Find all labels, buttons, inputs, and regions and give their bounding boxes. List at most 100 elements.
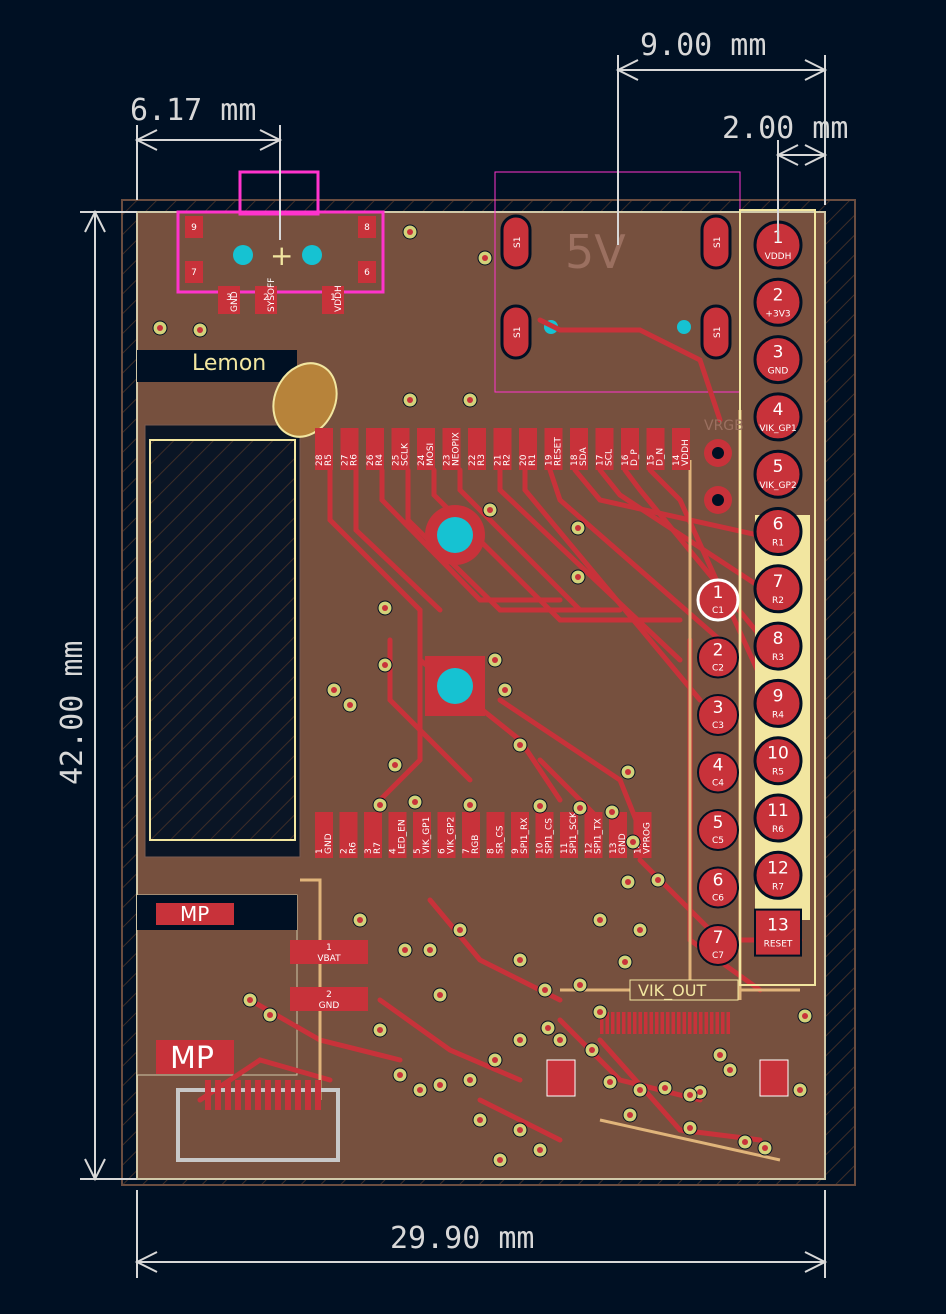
bottom-pad-net: R7 — [373, 842, 383, 854]
col-pin-net: C7 — [712, 951, 724, 961]
bottom-pad — [388, 812, 407, 858]
via-drill — [407, 229, 413, 235]
top-pad-label: 26 — [366, 454, 376, 466]
copper-traces — [197, 317, 803, 1143]
top-pad-net: VDDH — [681, 439, 691, 466]
via-drill — [197, 327, 203, 333]
col-pin-num: 5 — [713, 813, 724, 833]
dim-2mm-label: 2.00 mm — [722, 111, 848, 146]
header-pin — [753, 736, 803, 786]
bottom-pad-net: LED_EN — [398, 819, 408, 854]
via-drill — [575, 525, 581, 531]
top-pad-label: 27 — [341, 455, 351, 466]
switch-pad-label: S1 — [713, 327, 723, 338]
bottom-pad-label: 12 — [585, 843, 595, 854]
col-pin — [697, 809, 739, 851]
bottom-pad — [609, 812, 627, 858]
via-drill — [625, 879, 631, 885]
top-pad-net: RESET — [554, 437, 564, 466]
bottom-pad-net: VPROG — [643, 822, 653, 854]
header-pin — [753, 678, 803, 728]
top-pad-net: R5 — [324, 454, 334, 466]
header-pin-num: 12 — [767, 858, 789, 878]
usb-pin — [205, 1080, 211, 1110]
bottom-pad-label: 8 — [487, 848, 497, 854]
via-drill — [517, 1037, 523, 1043]
via-drill — [517, 1127, 523, 1133]
bottom-pad-label: 2 — [340, 848, 350, 854]
lemon-icon — [272, 362, 338, 438]
connector-pad-net: SYSOFF — [267, 278, 277, 312]
ffc-pin — [638, 1012, 642, 1034]
bottom-pad-label: 5 — [413, 848, 423, 854]
via-drill — [662, 1085, 668, 1091]
top-pad-label: 14 — [672, 454, 682, 466]
usb-pin — [285, 1080, 291, 1110]
top-pad-label: 21 — [494, 455, 504, 466]
switch-pad — [700, 304, 732, 360]
via-drill — [492, 657, 498, 663]
connector-pad — [358, 261, 376, 283]
usb-pin — [265, 1080, 271, 1110]
via-drill — [637, 1087, 643, 1093]
top-pad-net: SCLK — [401, 442, 411, 466]
col-pin — [697, 924, 739, 966]
via-drill — [697, 1089, 703, 1095]
via-drill — [157, 325, 163, 331]
via-drill — [477, 1117, 483, 1123]
connector-pad — [218, 286, 240, 314]
header-pin-net: R7 — [772, 882, 784, 892]
mount-hole-top-inner — [437, 517, 473, 553]
ffc-pin — [666, 1012, 670, 1034]
col-pin-num: 4 — [713, 756, 724, 776]
via-drill — [382, 605, 388, 611]
via-drill — [517, 742, 523, 748]
battery-pad — [290, 940, 368, 964]
ffc-pin — [611, 1012, 615, 1034]
connector-pad — [358, 216, 376, 238]
via-drill — [622, 959, 628, 965]
bottom-pad — [511, 812, 529, 858]
top-pad-label: 16 — [621, 454, 631, 466]
top-pad-label: 22 — [468, 455, 478, 466]
via-drill — [797, 1087, 803, 1093]
via-drill — [802, 1013, 808, 1019]
via-drill — [557, 1037, 563, 1043]
header-pin-num: 2 — [773, 285, 784, 305]
bottom-pad-label: 10 — [536, 842, 546, 854]
via-drill — [687, 1092, 693, 1098]
via-drill — [437, 1082, 443, 1088]
mp-large-badge — [156, 1040, 234, 1074]
bottom-pad-net: GND — [618, 833, 628, 854]
bottom-pad-net: RGB — [471, 835, 481, 854]
ffc-pin — [627, 1012, 631, 1034]
via-drill — [637, 927, 643, 933]
usb-pin — [275, 1080, 281, 1110]
bottom-pad-net: SPI1_TX — [594, 818, 604, 854]
col-pin-net: C6 — [712, 894, 724, 904]
via-drill — [577, 805, 583, 811]
via-drill — [482, 255, 488, 261]
via-drill — [377, 802, 383, 808]
connector-pad-net: GND — [230, 291, 240, 312]
ffc-pin — [688, 1012, 692, 1034]
ffc-pin — [655, 1012, 659, 1034]
ffc-pin — [721, 1012, 725, 1034]
lemon-logo-area — [137, 350, 297, 382]
via-drill — [331, 687, 337, 693]
top-pad-label: 15 — [647, 455, 657, 466]
via-group — [152, 224, 813, 1168]
top-pad — [519, 428, 537, 470]
col-pin — [697, 866, 739, 909]
col-pin-net: C4 — [712, 779, 724, 789]
display-hatch — [149, 439, 296, 841]
lemon-label: Lemon — [192, 351, 266, 376]
col-pin — [697, 636, 739, 679]
header-pin-num: 6 — [773, 515, 784, 535]
top-pad-label: 23 — [443, 455, 453, 466]
connector-pad-num: 2 — [263, 293, 269, 303]
header-pin — [753, 564, 803, 614]
